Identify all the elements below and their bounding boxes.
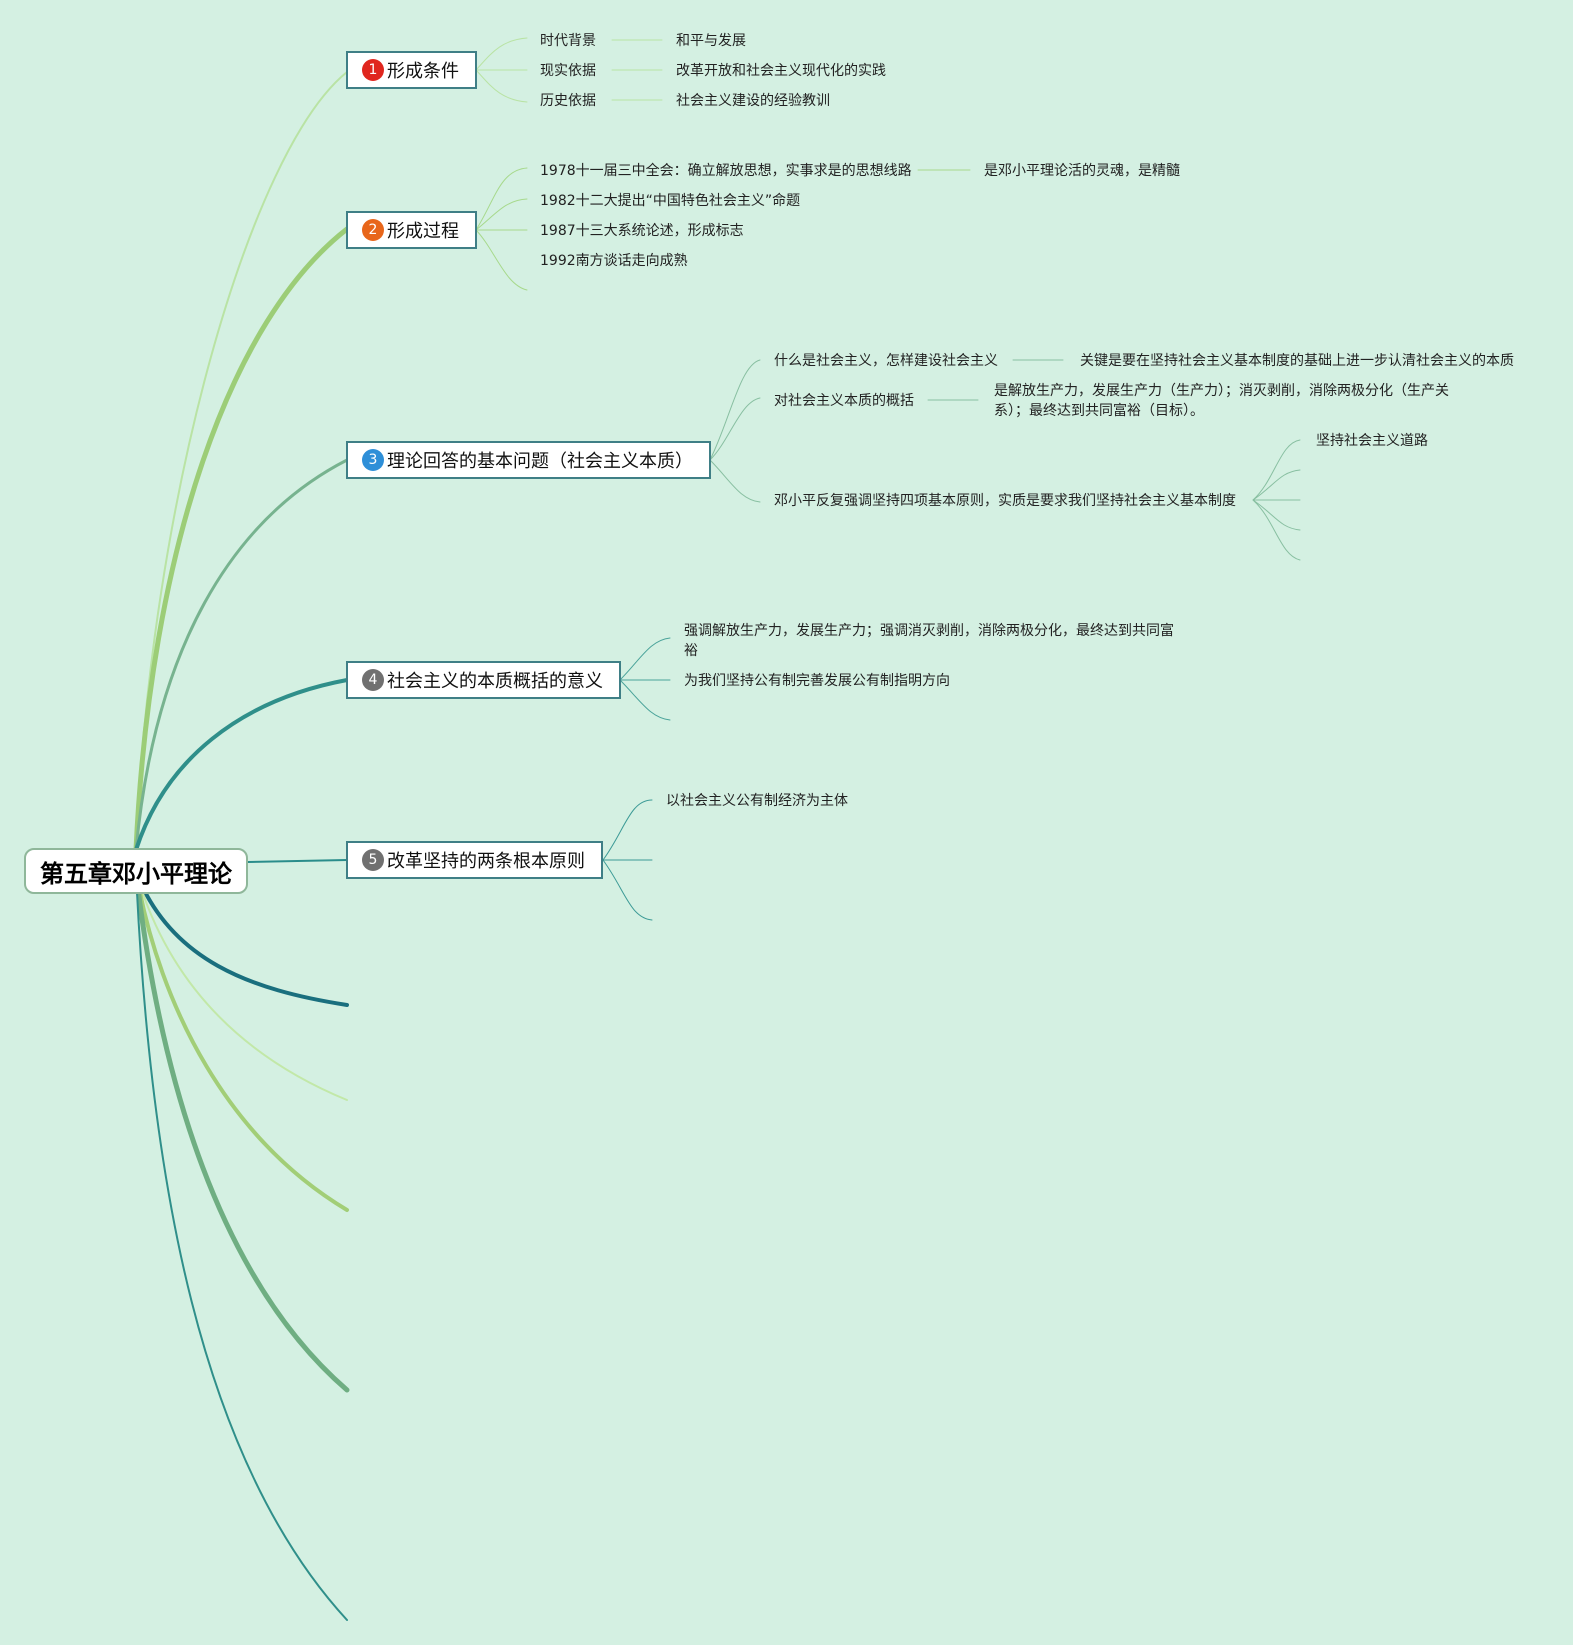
edge-root-9 [133, 869, 350, 1393]
detail-reform-practice[interactable]: 改革开放和社会主义现代化的实践 [676, 63, 886, 79]
edge-root-5 [247, 859, 348, 863]
subtopic-1987[interactable]: 1987十三大系统论述，形成标志 [540, 223, 744, 239]
topic-significance[interactable]: 4 社会主义的本质概括的意义 [346, 661, 621, 699]
topic-formation-conditions[interactable]: 1 形成条件 [346, 51, 477, 89]
detail-key-essence[interactable]: 关键是要在坚持社会主义基本制度的基础上进一步认清社会主义的本质 [1080, 353, 1514, 369]
edge-root-10 [135, 871, 348, 1621]
subtopic-essence-summary[interactable]: 对社会主义本质的概括 [774, 393, 914, 409]
edge-root-7 [135, 871, 348, 1101]
subtopic-1992[interactable]: 1992南方谈话走向成熟 [540, 253, 688, 269]
edge-root-2 [133, 226, 350, 853]
number-badge-4: 4 [362, 669, 384, 691]
number-badge-1: 1 [362, 59, 384, 81]
number-badge-3: 3 [362, 449, 384, 471]
subtopic-1982[interactable]: 1982十二大提出“中国特色社会主义”命题 [540, 193, 801, 209]
topic-label: 理论回答的基本问题（社会主义本质） [387, 451, 693, 472]
subtopic-history-basis[interactable]: 历史依据 [540, 93, 596, 109]
root-topic[interactable]: 第五章邓小平理论 [24, 848, 248, 894]
edge-root-8 [134, 870, 349, 1212]
topic-basic-question[interactable]: 3 理论回答的基本问题（社会主义本质） [346, 441, 711, 479]
topic-two-principles[interactable]: 5 改革坚持的两条根本原则 [346, 841, 603, 879]
edge-root-1 [135, 71, 348, 851]
subtopic-four-principles[interactable]: 邓小平反复强调坚持四项基本原则，实质是要求我们坚持社会主义基本制度 [774, 493, 1236, 509]
topic-formation-process[interactable]: 2 形成过程 [346, 211, 477, 249]
detail-lessons[interactable]: 社会主义建设的经验教训 [676, 93, 830, 109]
edge-root-6 [134, 870, 349, 1007]
topic-label: 形成条件 [387, 61, 459, 82]
subtopic-era-background[interactable]: 时代背景 [540, 33, 596, 49]
subtopic-reality-basis[interactable]: 现实依据 [540, 63, 596, 79]
subtopic-what-is-socialism[interactable]: 什么是社会主义，怎样建设社会主义 [774, 353, 998, 369]
detail-essence-content[interactable]: 是解放生产力，发展生产力（生产力）；消灭剥削，消除两极分化（生产关系）；最终达到… [994, 383, 1449, 419]
detail-peace-development[interactable]: 和平与发展 [676, 33, 746, 49]
detail-socialist-road[interactable]: 坚持社会主义道路 [1316, 433, 1428, 449]
topic-label: 社会主义的本质概括的意义 [387, 671, 603, 692]
subtopic-emphasize-productivity[interactable]: 强调解放生产力，发展生产力；强调消灭剥削，消除两极分化，最终达到共同富裕 [684, 623, 1174, 659]
topic-label: 改革坚持的两条根本原则 [387, 851, 585, 872]
number-badge-5: 5 [362, 849, 384, 871]
topic-label: 形成过程 [387, 221, 459, 242]
subtopic-1978[interactable]: 1978十一届三中全会：确立解放思想，实事求是的思想线路 [540, 163, 912, 179]
edge-root-3 [134, 458, 349, 852]
subtopic-public-economy-main[interactable]: 以社会主义公有制经济为主体 [666, 793, 848, 809]
subtopic-public-ownership[interactable]: 为我们坚持公有制完善发展公有制指明方向 [684, 673, 950, 689]
edge-root-4 [134, 678, 349, 852]
number-badge-2: 2 [362, 219, 384, 241]
detail-soul-essence[interactable]: 是邓小平理论活的灵魂，是精髓 [984, 163, 1180, 179]
